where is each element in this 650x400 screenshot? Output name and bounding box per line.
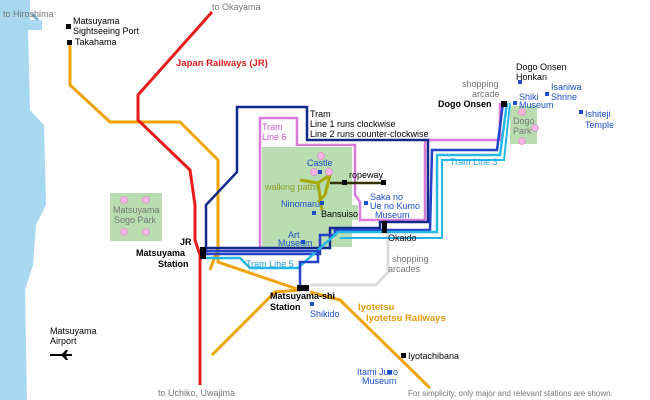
label-okaido: Okaido — [388, 233, 417, 243]
station-marker-dogo — [501, 101, 507, 107]
label-shiki-1: Shiki — [519, 92, 539, 102]
iyotetsu-line-mid — [216, 248, 301, 292]
label-saka-1: Saka no — [370, 192, 403, 202]
label-tram6-1: Tram — [262, 122, 283, 132]
label-to-hiroshima: to Hiroshima — [3, 9, 54, 19]
station-marker-shi — [297, 285, 309, 291]
station-marker-ropeway-2 — [381, 180, 386, 185]
sakura-icon — [120, 108, 539, 236]
label-to-uchiko: to Uchiko, Uwajima — [158, 388, 235, 398]
label-jr-station-3: Station — [158, 259, 189, 269]
label-jr-station-2: Matsuyama — [136, 248, 186, 258]
label-ninomaru: Ninomaru — [281, 199, 320, 209]
label-itami-2: Museum — [362, 376, 397, 386]
label-shi-station-2: Station — [270, 302, 301, 312]
label-sogo-park-1: Matsuyama — [113, 205, 160, 215]
label-ropeway: ropeway — [349, 170, 384, 180]
tram-line-blue — [206, 102, 505, 256]
label-tram5: Tram Line 5 — [246, 259, 294, 269]
label-saka-2: Ue no Kumo — [370, 201, 420, 211]
label-art-2: Museum — [278, 238, 313, 248]
label-sogo-park-2: Sogo Park — [114, 215, 157, 225]
label-shiki-2: Museum — [519, 100, 554, 110]
label-iyotetsu-line: Iyotetsu Railways — [366, 313, 446, 324]
label-itami-1: Itami Juzo — [357, 367, 398, 377]
label-tram-note-3: Line 2 runs counter-clockwise — [310, 129, 429, 139]
station-marker-okaido — [382, 221, 387, 233]
label-dogo-park-1: Dogo — [513, 116, 535, 126]
label-port-2: Sightseeing Port — [73, 26, 140, 36]
label-port-1: Matsuyama — [73, 16, 120, 26]
label-dogo-park-2: Park — [513, 126, 532, 136]
label-airport-1: Matsuyama — [50, 326, 97, 336]
label-iyotetsu-1: Iyotetsu — [358, 302, 395, 313]
label-saka-3: Museum — [375, 210, 410, 220]
label-shopping-arcade-top-2: arcade — [472, 89, 500, 99]
sea-area — [0, 0, 46, 400]
place-markers — [301, 80, 583, 374]
label-iyotachibana: Iyotachibana — [408, 351, 459, 361]
label-bansuiso: Bansuiso — [321, 209, 358, 219]
iyotetsu-line-south — [210, 288, 301, 357]
footnote: For simplicity, only major and relevant … — [408, 389, 613, 398]
label-shopping-arcade-top-1: shopping — [462, 79, 499, 89]
label-shi-station-1: Matsuyama-shi — [270, 291, 335, 301]
label-dogo-honkan-1: Dogo Onsen — [516, 62, 567, 72]
tram-line-cyan — [206, 102, 509, 270]
label-isaniwa-1: Isaniwa — [551, 82, 582, 92]
label-dogo-honkan-2: Honkan — [516, 72, 547, 82]
label-isaniwa-2: Shrine — [551, 92, 577, 102]
arrow-hiroshima — [30, 12, 40, 22]
label-tram3: Tram Line 3 — [450, 157, 498, 167]
shopping-arcade-line — [310, 232, 390, 287]
label-dogo-onsen: Dogo Onsen — [438, 99, 492, 109]
label-walking-paths: walking paths — [264, 182, 320, 192]
tram-line-cyan-inner — [340, 102, 511, 239]
iyotetsu-line-east — [309, 290, 432, 390]
label-jr-station-1: JR — [180, 237, 192, 247]
label-tram-note-2: Line 1 runs clockwise — [310, 119, 396, 129]
label-tram-note-1: Tram — [310, 109, 331, 119]
label-shopping-arcades-1: shopping — [392, 254, 429, 264]
station-marker-ropeway-1 — [342, 180, 347, 185]
label-ishiteji-1: Ishiteji — [585, 109, 611, 119]
tram-line-pink — [258, 103, 502, 248]
label-tram6-2: Line 6 — [262, 132, 287, 142]
station-marker-jr — [200, 247, 206, 259]
station-marker-takahama — [67, 40, 72, 45]
station-marker-port — [66, 24, 71, 29]
label-art-1: Art — [288, 230, 300, 240]
label-castle: Castle — [307, 158, 333, 168]
label-ishiteji-2: Temple — [585, 120, 614, 130]
airplane-icon — [50, 350, 72, 360]
label-shikido: Shikido — [310, 309, 340, 319]
label-takahama: Takahama — [75, 37, 117, 47]
label-to-okayama: to Okayama — [212, 2, 261, 12]
sogo-park-area — [110, 193, 162, 241]
label-shopping-arcades-2: arcades — [388, 264, 421, 274]
label-jr-line: Japan Railways (JR) — [176, 58, 268, 69]
jr-line — [136, 11, 214, 385]
tram-line-blue-2 — [206, 249, 320, 290]
label-airport-2: Airport — [50, 336, 77, 346]
station-marker-iyotachibana — [401, 353, 406, 358]
tram-line-navy — [204, 105, 430, 254]
